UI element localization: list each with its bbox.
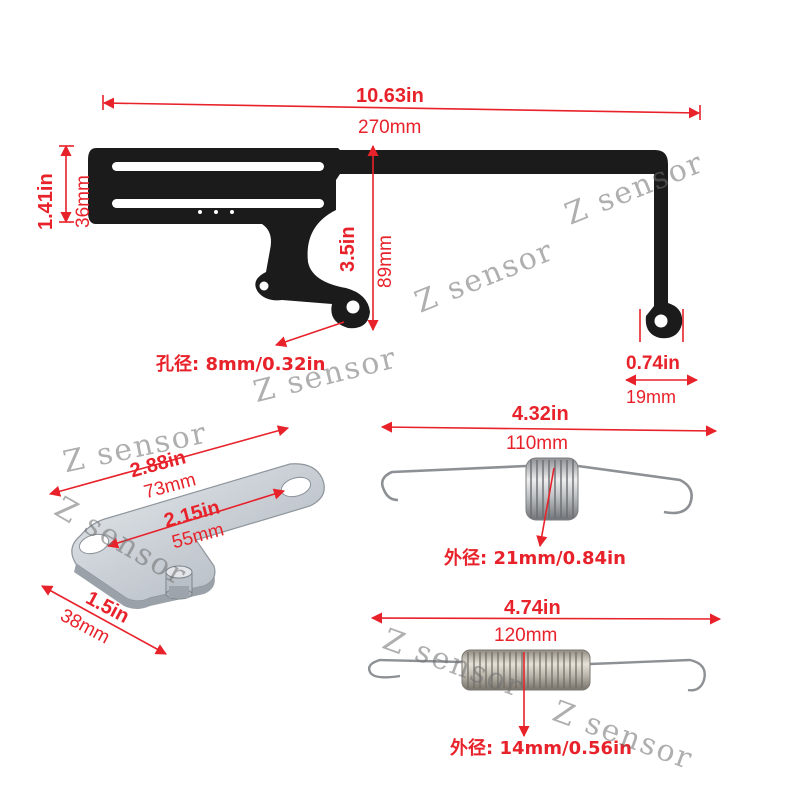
throttle-bracket [88, 148, 683, 339]
bracket-hole-mid [346, 300, 360, 314]
bracket-height-in-label: 1.41in [35, 173, 57, 230]
bracket-slot-lower [112, 199, 324, 208]
bracket-foot-in-label: 0.74in [626, 353, 680, 374]
bracket-width-in-label: 10.63in [356, 85, 424, 107]
bracket-body [88, 148, 683, 339]
spring-long-length-mm-label: 120mm [494, 625, 558, 646]
spring-long-hook-left [367, 658, 463, 679]
bracket-slot-upper [112, 162, 324, 171]
spring-long-hook-right [589, 658, 706, 692]
bracket-foot-mm-label: 19mm [626, 387, 677, 407]
spring-short-hook-left [380, 464, 527, 502]
bracket-width-mm-label: 270mm [358, 117, 422, 138]
spring-long-dimensions [370, 612, 722, 738]
spring-long [367, 649, 706, 692]
spring-short-dimensions [380, 421, 718, 548]
bracket-hole-foot [654, 314, 668, 328]
spring-short-length-in-label: 4.32in [512, 403, 569, 425]
spring-short-od-label: 外径: 21mm/0.84in [444, 548, 626, 569]
bracket-dimensions [59, 95, 701, 386]
spring-long-od-label: 外径: 14mm/0.56in [450, 738, 632, 759]
spring-short-length-mm-label: 110mm [506, 433, 568, 454]
spring-short-coil [525, 457, 579, 521]
spring-short [380, 457, 693, 521]
spring-long-length-in-label: 4.74in [504, 597, 561, 619]
bracket-hole-diameter-label: 孔径: 8mm/0.32in [156, 354, 326, 375]
spring-short-hook-right [577, 464, 693, 515]
plate-dimensions [41, 425, 290, 655]
bracket-mid-height-in-label: 3.5in [337, 226, 359, 272]
bracket-hole-ear [259, 281, 269, 291]
bracket-mid-height-mm-label: 89mm [375, 235, 396, 288]
bracket-height-mm-label: 36mm [73, 175, 94, 228]
